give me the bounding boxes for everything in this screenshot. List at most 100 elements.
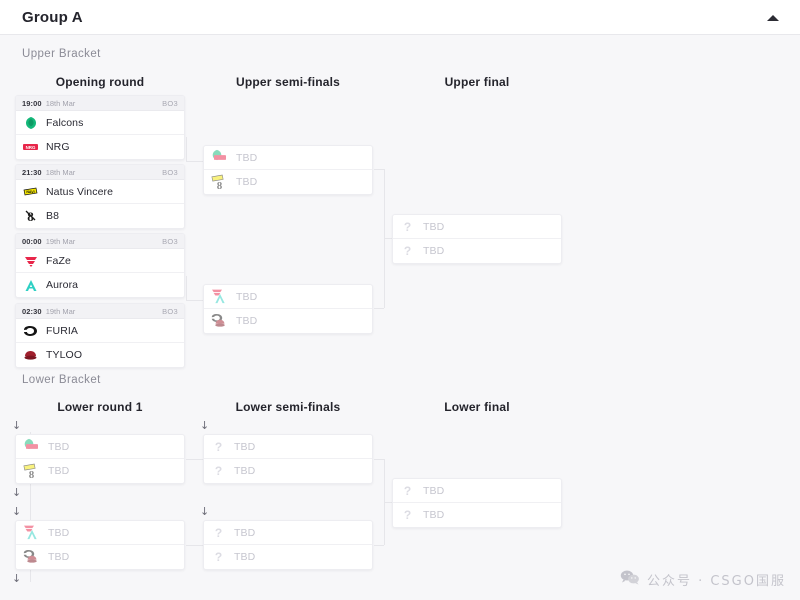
team-name: TBD (48, 551, 70, 563)
match-header: 19:00 18th Mar BO3 (16, 96, 184, 111)
team-name: TBD (423, 484, 445, 497)
team-name: TBD (48, 465, 70, 477)
connector (384, 502, 392, 503)
aurora-logo (23, 278, 38, 293)
group-header: Group A (0, 0, 800, 35)
match-date: 18th Mar (45, 98, 76, 108)
match-card[interactable]: 21:30 18th Mar BO3 NAVI Natus Vincere 8 … (15, 164, 185, 229)
furia-tyloo-stack-icon (211, 313, 228, 329)
match-time: 21:30 (22, 167, 42, 177)
match-card[interactable]: 19:00 18th Mar BO3 Falcons NRG NRG (15, 95, 185, 160)
connector (374, 169, 384, 170)
team-row[interactable]: 8 B8 (16, 204, 184, 228)
navi-b8-stack-icon: 8 (23, 463, 40, 480)
connector (186, 459, 203, 460)
team-row[interactable]: TYLOO (16, 343, 184, 367)
team-row[interactable]: TBD (204, 309, 372, 333)
match-time: 19:00 (22, 98, 42, 108)
team-row[interactable]: ? TBD (204, 435, 372, 459)
team-name: TBD (48, 526, 70, 539)
team-name: TBD (423, 220, 445, 233)
team-row[interactable]: FaZe (16, 249, 184, 273)
question-icon: ? (403, 244, 412, 258)
team-name: TBD (234, 465, 256, 477)
navi-logo: NAVI (23, 184, 38, 199)
round-title-upper-final: Upper final (444, 75, 510, 89)
team-name: NRG (46, 141, 70, 153)
team-row[interactable]: NRG NRG (16, 135, 184, 159)
match-card[interactable]: ? TBD ? TBD (203, 434, 373, 484)
watermark: 公众号 · CSGO国服 (620, 569, 786, 590)
navi-b8-stack-icon: 8 (211, 174, 228, 191)
svg-text:8: 8 (29, 469, 35, 480)
team-row[interactable]: ? TBD (204, 545, 372, 569)
match-card[interactable]: ? TBD ? TBD (392, 214, 562, 264)
team-row[interactable]: ? TBD (393, 503, 561, 527)
match-header: 02:30 19th Mar BO3 (16, 304, 184, 319)
match-card[interactable]: TBD 8 TBD (203, 145, 373, 195)
match-card[interactable]: TBD TBD (15, 520, 185, 570)
team-row[interactable]: TBD (204, 146, 372, 170)
match-date: 18th Mar (45, 167, 76, 177)
team-row[interactable]: FURIA (16, 319, 184, 343)
team-name: TBD (236, 290, 258, 303)
team-row[interactable]: 8 TBD (204, 170, 372, 194)
connector (186, 137, 187, 161)
match-card[interactable]: TBD 8 TBD (15, 434, 185, 484)
team-row[interactable]: ? TBD (204, 521, 372, 545)
match-format: BO3 (162, 98, 178, 108)
team-name: TBD (234, 551, 256, 563)
watermark-text: 公众号 · CSGO国服 (646, 574, 786, 589)
connector (374, 545, 384, 546)
svg-text:NRG: NRG (26, 145, 36, 150)
team-name: TBD (48, 440, 70, 453)
team-row[interactable]: 8 TBD (16, 459, 184, 483)
round-title-lower-final: Lower final (444, 400, 510, 414)
connector (374, 459, 384, 460)
team-row[interactable]: TBD (16, 435, 184, 459)
drop-arrow-icon: ↓ (200, 505, 210, 518)
team-row[interactable]: ? TBD (393, 215, 561, 239)
round-title-lower-semis: Lower semi-finals (235, 400, 341, 414)
team-row[interactable]: ? TBD (393, 479, 561, 503)
question-icon: ? (214, 550, 223, 564)
question-icon: ? (403, 483, 412, 498)
match-card[interactable]: 00:00 19th Mar BO3 FaZe Aurora (15, 233, 185, 298)
match-card[interactable]: 02:30 19th Mar BO3 FURIA TYLOO (15, 303, 185, 368)
svg-text:NAVI: NAVI (26, 190, 34, 194)
team-row[interactable]: NAVI Natus Vincere (16, 180, 184, 204)
match-date: 19th Mar (45, 306, 76, 316)
connector (374, 308, 384, 309)
b8-logo: 8 (23, 209, 38, 224)
connector (186, 161, 203, 162)
match-card[interactable]: ? TBD ? TBD (392, 478, 562, 528)
team-row[interactable]: ? TBD (393, 239, 561, 263)
drop-arrow-icon: ↓ (12, 572, 22, 585)
question-icon: ? (214, 464, 223, 478)
team-name: TBD (234, 526, 256, 539)
team-name: TBD (236, 151, 258, 164)
team-row[interactable]: Aurora (16, 273, 184, 297)
upper-bracket-label: Upper Bracket (22, 48, 101, 60)
furia-tyloo-stack-icon (23, 549, 40, 565)
team-row[interactable]: TBD (204, 285, 372, 309)
team-row[interactable]: TBD (16, 545, 184, 569)
team-name: TBD (423, 245, 445, 257)
falcons-nrg-stack-icon (23, 438, 40, 454)
team-row[interactable]: ? TBD (204, 459, 372, 483)
match-card[interactable]: ? TBD ? TBD (203, 520, 373, 570)
collapse-group-button[interactable] (762, 8, 784, 28)
connector (30, 432, 31, 582)
chevron-up-icon (767, 15, 779, 21)
team-name: Falcons (46, 116, 84, 129)
match-card[interactable]: TBD TBD (203, 284, 373, 334)
team-name: FaZe (46, 254, 71, 267)
team-name: Natus Vincere (46, 185, 114, 198)
drop-arrow-icon: ↓ (12, 419, 22, 432)
drop-arrow-icon: ↓ (200, 419, 210, 432)
page-title: Group A (22, 8, 83, 26)
team-name: TBD (236, 176, 258, 188)
team-row[interactable]: TBD (16, 521, 184, 545)
team-row[interactable]: Falcons (16, 111, 184, 135)
